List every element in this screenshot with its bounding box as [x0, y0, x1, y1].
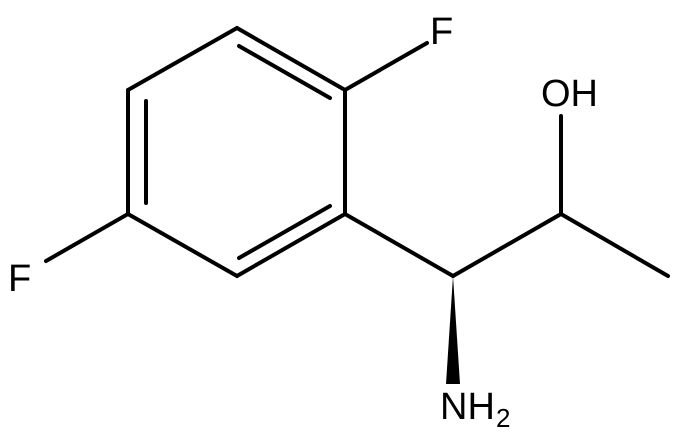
bond-choh-methyl: [559, 212, 670, 278]
ring-double-bond-c5-c6: [237, 204, 332, 260]
bond-ring-f-left: [44, 212, 130, 263]
bond-ring-f-top: [343, 41, 429, 92]
ring-bond-c4-c5: [126, 212, 239, 278]
ring-double-bond-c1-c2: [237, 44, 332, 100]
ring-bond-c2-c3: [126, 26, 239, 92]
ring-bond-c1-c2: [235, 26, 347, 92]
atom-label-nh: NH: [440, 386, 495, 428]
atom-label-f-left: F: [8, 258, 31, 300]
bond-chiral-carbon-choh: [451, 212, 563, 278]
atom-label-f-top: F: [430, 11, 453, 53]
wedge-bond-nh2: [446, 276, 460, 384]
bond-ring-chiral-carbon: [343, 212, 455, 278]
atom-label-oh: OH: [541, 73, 598, 115]
atom-label-nh-subscript: 2: [496, 403, 510, 433]
ring-bond-c5-c6: [235, 212, 347, 278]
